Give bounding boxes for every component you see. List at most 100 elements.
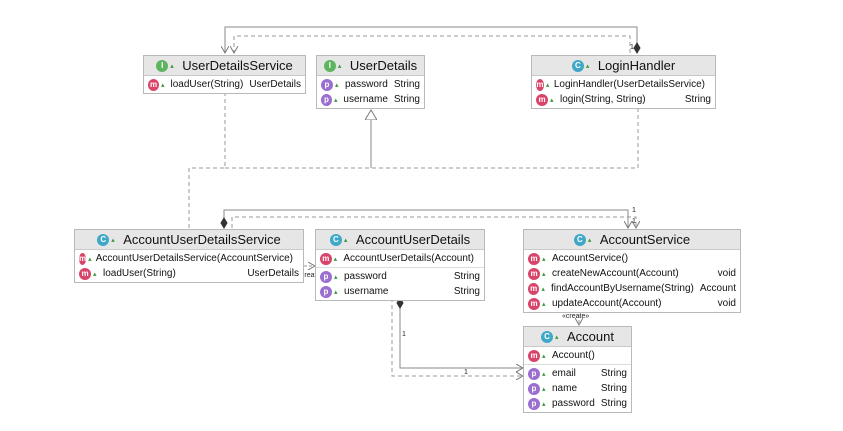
method-icon: m bbox=[528, 349, 540, 362]
association-line bbox=[224, 209, 628, 228]
dependency-line bbox=[234, 35, 631, 53]
class-header: C▴AccountService bbox=[524, 230, 740, 250]
visibility-icon: ▴ bbox=[550, 96, 554, 104]
class-icon: C bbox=[329, 233, 342, 246]
method-icon: m bbox=[536, 93, 548, 106]
visibility-icon: ▴ bbox=[343, 236, 348, 244]
member-type: String bbox=[600, 398, 627, 409]
method-row[interactable]: m▴Account() bbox=[524, 348, 631, 363]
member-type: String bbox=[453, 271, 480, 282]
methods-section: m▴loadUser(String)UserDetails bbox=[144, 76, 305, 93]
method-name: loadUser(String) bbox=[103, 268, 176, 279]
method-row[interactable]: m▴findAccountByUsername(String)Account bbox=[524, 281, 740, 296]
multiplicity-label: 1 bbox=[632, 207, 636, 214]
method-icon: m bbox=[528, 252, 540, 265]
class-header: I▴UserDetailsService bbox=[144, 56, 305, 76]
member-type: Account bbox=[699, 283, 736, 294]
method-row[interactable]: m▴AccountUserDetails(Account) bbox=[316, 251, 484, 266]
method-name: Account() bbox=[552, 350, 595, 361]
member-type: void bbox=[717, 298, 736, 309]
method-name: createNewAccount(Account) bbox=[552, 268, 679, 279]
method-name: AccountUserDetails(Account) bbox=[343, 253, 474, 264]
interface-icon: I bbox=[156, 59, 169, 72]
visibility-icon: ▴ bbox=[541, 285, 545, 293]
class-name: AccountUserDetailsService bbox=[123, 232, 281, 247]
class-icon: C bbox=[97, 233, 110, 246]
class-name: AccountUserDetails bbox=[355, 232, 471, 247]
visibility-icon: ▴ bbox=[335, 81, 339, 89]
class-name: AccountService bbox=[599, 232, 691, 247]
method-icon: m bbox=[320, 252, 332, 265]
property-icon: p bbox=[320, 270, 332, 283]
methods-section: m▴AccountUserDetails(Account) bbox=[316, 250, 484, 267]
visibility-icon: ▴ bbox=[555, 333, 559, 341]
property-name: username bbox=[343, 94, 388, 105]
class-name: LoginHandler bbox=[597, 58, 676, 73]
member-type: UserDetails bbox=[247, 268, 299, 279]
method-icon: m bbox=[148, 78, 159, 91]
property-icon: p bbox=[321, 78, 333, 91]
visibility-icon: ▴ bbox=[334, 273, 338, 281]
visibility-icon: ▴ bbox=[333, 96, 338, 104]
property-name: name bbox=[552, 383, 578, 394]
method-row[interactable]: m▴loadUser(String)UserDetails bbox=[75, 266, 303, 281]
member-type: String bbox=[684, 94, 711, 105]
methods-section: m▴AccountUserDetailsService(AccountServi… bbox=[75, 250, 303, 282]
method-row[interactable]: m▴LoginHandler(UserDetailsService) bbox=[532, 77, 715, 92]
class-header: C▴ AccountUserDetailsService bbox=[75, 230, 303, 250]
class-name: Account bbox=[567, 329, 614, 344]
class-header: C▴ AccountUserDetails bbox=[316, 230, 484, 250]
property-name: username bbox=[344, 286, 389, 297]
visibility-icon: ▴ bbox=[585, 62, 590, 70]
section-divider bbox=[316, 267, 484, 268]
method-icon: m bbox=[528, 297, 540, 310]
method-row[interactable]: m▴loadUser(String)UserDetails bbox=[144, 77, 305, 92]
class-header: C▴LoginHandler bbox=[532, 56, 715, 76]
method-name: LoginHandler(UserDetailsService) bbox=[553, 79, 705, 90]
class-box-userdetailsservice[interactable]: I▴UserDetailsService m ▴ loadUser(String) Us… bbox=[143, 55, 306, 94]
method-name: AccountUserDetailsService(AccountService… bbox=[95, 253, 293, 264]
method-name: findAccountByUsername(String) bbox=[551, 283, 694, 294]
visibility-icon: ▴ bbox=[88, 255, 92, 263]
method-row[interactable]: m▴createNewAccount(Account)void bbox=[524, 266, 740, 281]
visibility-icon: ▴ bbox=[542, 300, 546, 308]
association-line bbox=[400, 298, 523, 368]
method-name: login(String, String) bbox=[560, 94, 646, 105]
interface-icon: I bbox=[323, 59, 336, 72]
method-name: AccountService() bbox=[552, 253, 629, 264]
method-row[interactable]: m▴ login(String, String) String bbox=[532, 92, 715, 107]
property-name: password bbox=[345, 79, 388, 90]
member-type: String bbox=[600, 368, 627, 379]
property-name: password bbox=[552, 398, 595, 409]
visibility-icon: ▴ bbox=[111, 236, 115, 244]
dependency-line bbox=[391, 298, 523, 376]
method-name: loadUser(String) bbox=[170, 79, 244, 90]
method-row[interactable]: m▴updateAccount(Account)void bbox=[524, 296, 740, 311]
method-row[interactable]: m▴AccountService() bbox=[524, 251, 740, 266]
member-type: String bbox=[393, 94, 420, 105]
visibility-icon: ▴ bbox=[542, 370, 546, 378]
class-name: UserDetails bbox=[349, 58, 418, 73]
member-type: void bbox=[717, 268, 736, 279]
visibility-icon: ▴ bbox=[337, 62, 342, 70]
method-icon: m bbox=[528, 267, 540, 280]
property-name: email bbox=[552, 368, 576, 379]
method-row[interactable]: m▴AccountUserDetailsService(AccountServi… bbox=[75, 251, 303, 266]
member-type: UserDetails bbox=[249, 79, 301, 90]
property-icon: p bbox=[320, 285, 332, 298]
realization-line bbox=[225, 107, 639, 169]
visibility-icon: ▴ bbox=[170, 62, 174, 70]
